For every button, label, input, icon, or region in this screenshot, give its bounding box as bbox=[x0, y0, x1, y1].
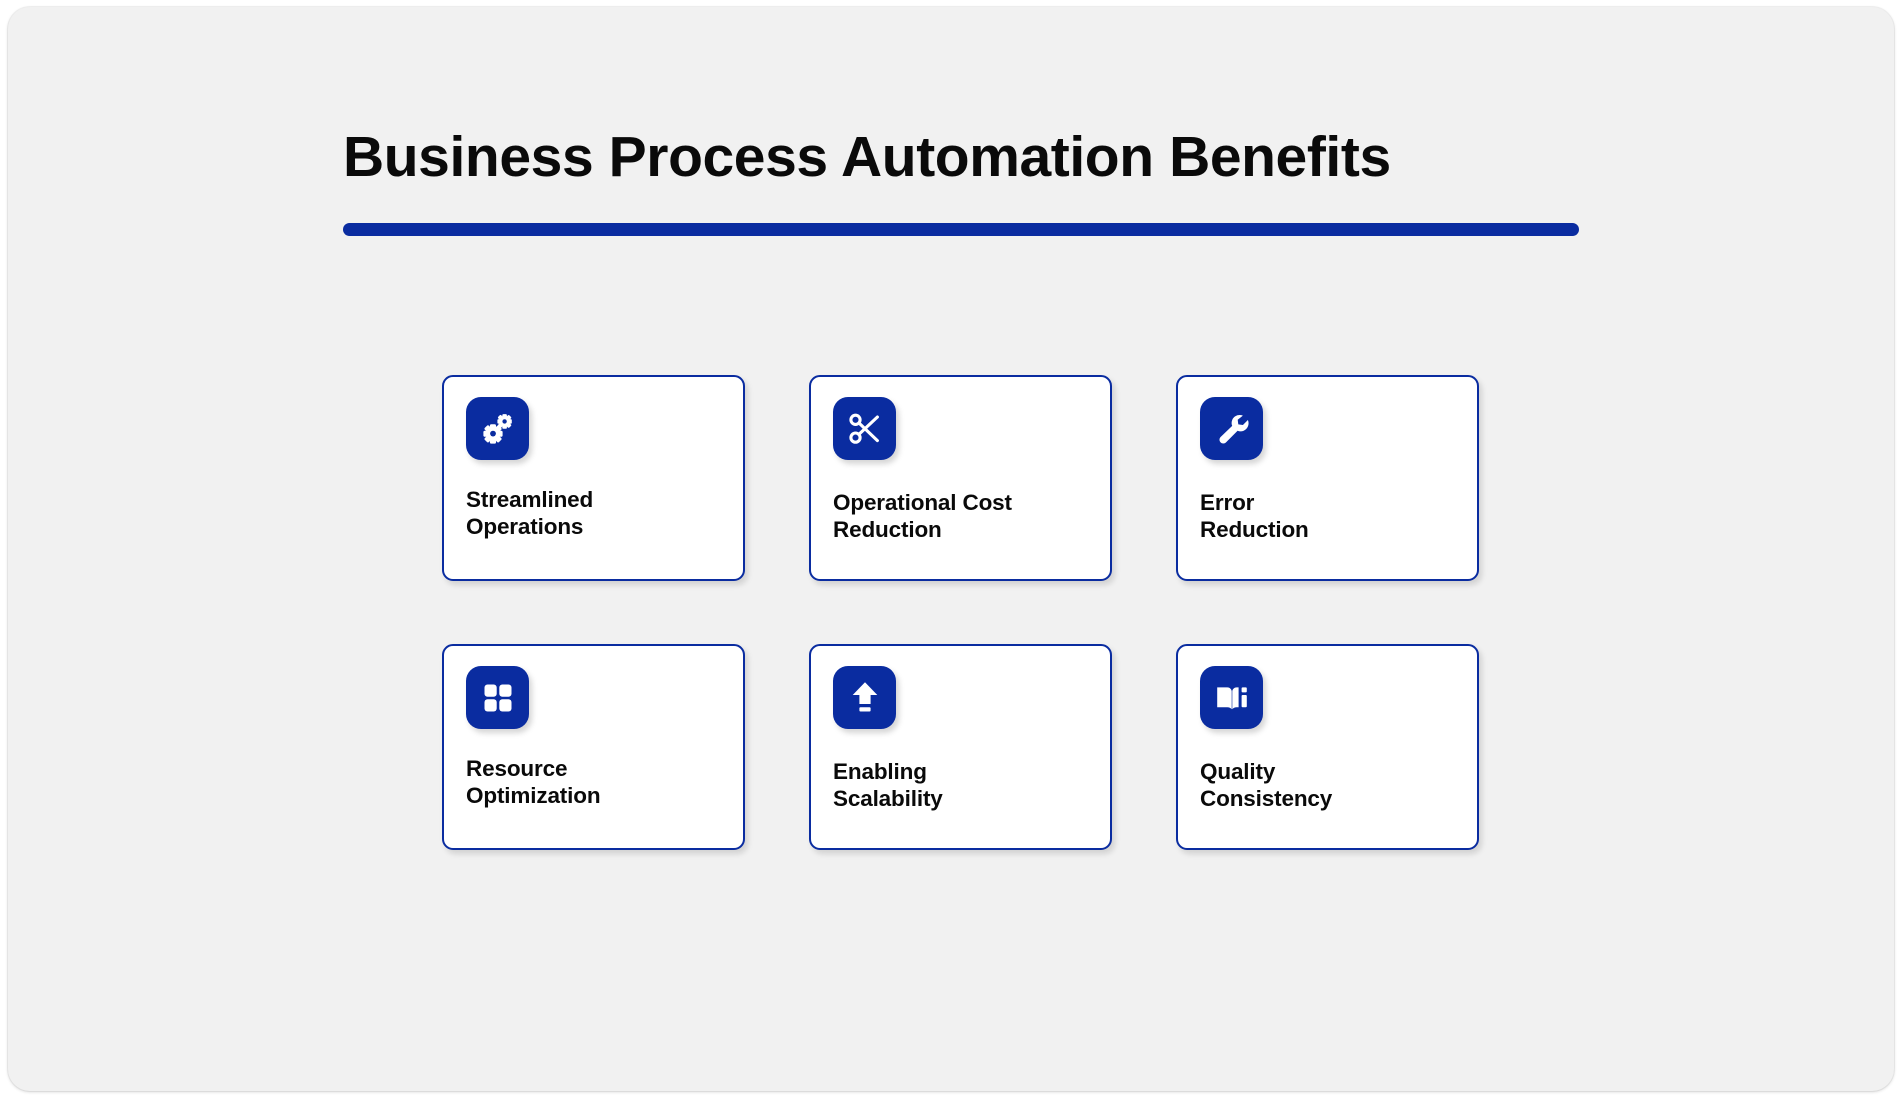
benefit-card-label: Quality Consistency bbox=[1200, 759, 1333, 812]
benefit-card-label: Resource Optimization bbox=[466, 756, 601, 809]
upload-arrow-icon bbox=[833, 666, 896, 729]
benefit-card-label: Error Reduction bbox=[1200, 490, 1309, 543]
slide-panel: Business Process Automation Benefits bbox=[8, 7, 1894, 1091]
benefit-card-error-reduction[interactable]: Error Reduction bbox=[1176, 375, 1479, 581]
benefit-card-quality-consistency[interactable]: Quality Consistency bbox=[1176, 644, 1479, 850]
slide-content: Business Process Automation Benefits bbox=[8, 7, 1894, 1091]
wrench-icon bbox=[1200, 397, 1263, 460]
benefit-card-label: Streamlined Operations bbox=[466, 487, 594, 540]
benefit-card-resource-optimization[interactable]: Resource Optimization bbox=[442, 644, 745, 850]
scissors-icon bbox=[833, 397, 896, 460]
benefit-card-streamlined-operations[interactable]: Streamlined Operations bbox=[442, 375, 745, 581]
grid-squares-icon bbox=[466, 666, 529, 729]
benefit-card-label: Enabling Scalability bbox=[833, 759, 943, 812]
title-block: Business Process Automation Benefits bbox=[343, 125, 1579, 237]
benefits-card-grid: Streamlined Operations Operational Cost … bbox=[442, 375, 1479, 850]
gears-icon bbox=[466, 397, 529, 460]
page-title: Business Process Automation Benefits bbox=[343, 125, 1391, 189]
benefit-card-label: Operational Cost Reduction bbox=[833, 490, 1012, 543]
title-underline-rule bbox=[343, 223, 1579, 237]
benefit-card-operational-cost-reduction[interactable]: Operational Cost Reduction bbox=[809, 375, 1112, 581]
benefit-card-enabling-scalability[interactable]: Enabling Scalability bbox=[809, 644, 1112, 850]
book-info-icon bbox=[1200, 666, 1263, 729]
